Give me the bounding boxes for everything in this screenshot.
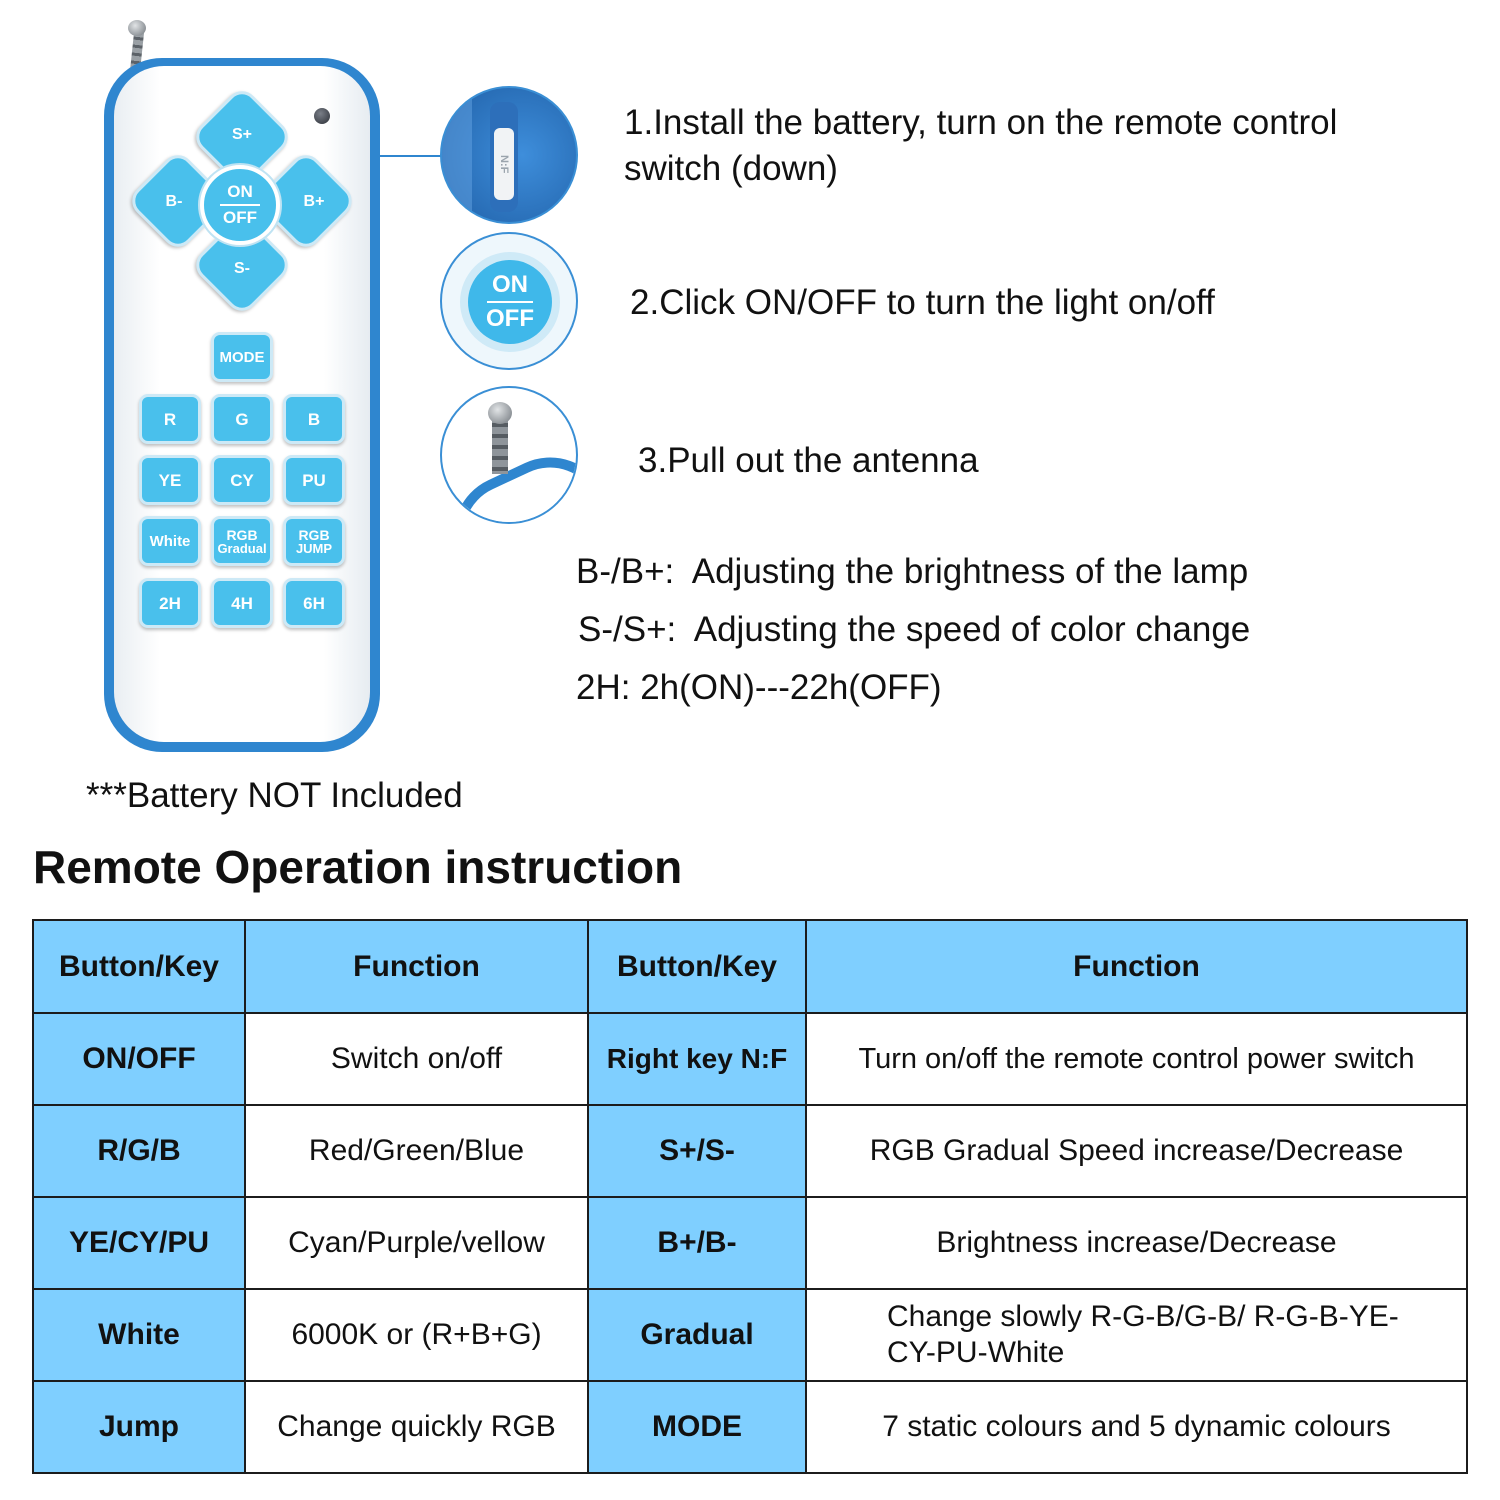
callout-connector-line <box>380 155 442 157</box>
on-off-key-on: ON <box>227 182 253 201</box>
key-cell: Gradual <box>587 1288 807 1382</box>
function-cell: Turn on/off the remote control power swi… <box>805 1012 1468 1106</box>
function-cell: Change slowly R-G-B/G-B/ R-G-B-YE-CY-PU-… <box>805 1288 1468 1382</box>
step-2-text: 2.Click ON/OFF to turn the light on/off <box>630 283 1215 322</box>
section-title: Remote Operation instruction <box>33 841 683 893</box>
antenna-closeup-rod <box>492 416 508 474</box>
brightness-note: B-/B+: Adjusting the brightness of the l… <box>576 552 1249 591</box>
key-cell: B+/B- <box>587 1196 807 1290</box>
function-cell: Switch on/off <box>244 1012 589 1106</box>
mode-key[interactable]: MODE <box>211 332 273 382</box>
function-cell: Brightness increase/Decrease <box>805 1196 1468 1290</box>
yellow-key[interactable]: YE <box>139 455 201 505</box>
on-off-key-off: OFF <box>223 208 257 227</box>
speed-note: S-/S+: Adjusting the speed of color chan… <box>578 610 1251 649</box>
key-cell: Right key N:F <box>587 1012 807 1106</box>
table-row: YE/CY/PU Cyan/Purple/vellow B+/B- Bright… <box>32 1196 1468 1290</box>
function-cell: 7 static colours and 5 dynamic colours <box>805 1380 1468 1474</box>
table-row: Jump Change quickly RGB MODE 7 static co… <box>32 1380 1468 1474</box>
rgb-jump-line-1: RGB <box>298 526 330 543</box>
antenna-closeup-image <box>440 386 578 524</box>
battery-note: ***Battery NOT Included <box>86 776 463 815</box>
rgb-gradual-line-2: Gradual <box>217 540 267 556</box>
table-row: R/G/B Red/Green/Blue S+/S- RGB Gradual S… <box>32 1104 1468 1198</box>
operation-table: Button/Key Function Button/Key Function … <box>32 919 1468 1474</box>
blue-key[interactable]: B <box>283 394 345 444</box>
rgb-jump-key[interactable]: RGB JUMP <box>283 516 345 566</box>
timer-6h-key[interactable]: 6H <box>283 578 345 628</box>
key-cell: ON/OFF <box>32 1012 246 1106</box>
antenna-tip <box>128 20 146 36</box>
function-cell: Red/Green/Blue <box>244 1104 589 1198</box>
key-cell: White <box>32 1288 246 1382</box>
red-key[interactable]: R <box>139 394 201 444</box>
table-header-row: Button/Key Function Button/Key Function <box>32 919 1468 1014</box>
header-button-key-2: Button/Key <box>587 919 807 1014</box>
white-key[interactable]: White <box>139 516 201 566</box>
ir-indicator-dot <box>314 108 330 124</box>
key-cell: S+/S- <box>587 1104 807 1198</box>
header-function-2: Function <box>805 919 1468 1014</box>
function-cell: 6000K or (R+B+G) <box>244 1288 589 1382</box>
key-cell: YE/CY/PU <box>32 1196 246 1290</box>
on-off-closeup-off: OFF <box>486 305 534 332</box>
antenna-closeup-tip <box>488 402 512 424</box>
on-off-closeup-button: ON OFF <box>468 260 552 344</box>
on-off-closeup-image: ON OFF <box>440 232 578 370</box>
key-cell: MODE <box>587 1380 807 1474</box>
timer-4h-key[interactable]: 4H <box>211 578 273 628</box>
timer-note: 2H: 2h(ON)---22h(OFF) <box>576 668 942 707</box>
step-1-text: 1.Install the battery, turn on the remot… <box>624 103 1338 188</box>
function-cell: Cyan/Purple/vellow <box>244 1196 589 1290</box>
rgb-gradual-line-1: RGB <box>226 526 258 543</box>
remote-control: S+ S- B- B+ ON OFF MODE R G B YE CY PU W… <box>104 20 380 755</box>
key-cell: R/G/B <box>32 1104 246 1198</box>
purple-key[interactable]: PU <box>283 455 345 505</box>
rgb-gradual-key[interactable]: RGB Gradual <box>211 516 273 566</box>
cyan-key[interactable]: CY <box>211 455 273 505</box>
rgb-jump-line-2: JUMP <box>295 540 333 556</box>
step-3-text: 3.Pull out the antenna <box>638 441 979 480</box>
header-button-key-1: Button/Key <box>32 919 246 1014</box>
power-switch-knob: N:F <box>494 128 514 200</box>
timer-2h-key[interactable]: 2H <box>139 578 201 628</box>
table-row: ON/OFF Switch on/off Right key N:F Turn … <box>32 1012 1468 1106</box>
on-off-key[interactable]: ON OFF <box>200 165 280 245</box>
switch-closeup-image: N:F <box>440 86 578 224</box>
on-off-closeup-on: ON <box>492 271 528 298</box>
function-cell: Change quickly RGB <box>244 1380 589 1474</box>
table-row: White 6000K or (R+B+G) Gradual Change sl… <box>32 1288 1468 1382</box>
green-key[interactable]: G <box>211 394 273 444</box>
key-cell: Jump <box>32 1380 246 1474</box>
function-cell: RGB Gradual Speed increase/Decrease <box>805 1104 1468 1198</box>
header-function-1: Function <box>244 919 589 1014</box>
